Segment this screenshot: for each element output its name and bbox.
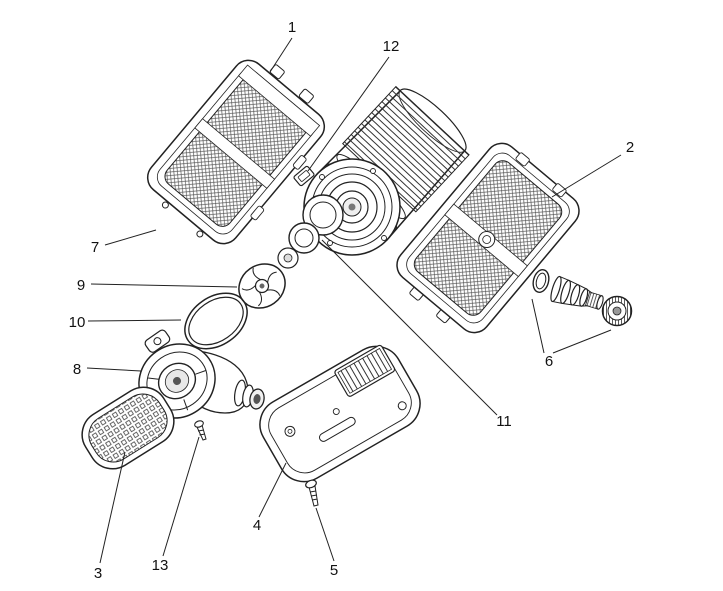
- part-8-label: 8: [73, 361, 81, 378]
- part-10-label: 10: [69, 314, 86, 331]
- part-8-leader-line: [86, 367, 142, 372]
- part-3-leader-line: [99, 451, 126, 564]
- part-4-leader-line: [258, 462, 287, 518]
- part-2-label: 2: [626, 139, 634, 156]
- leader-lines: [86, 37, 622, 564]
- part-13-screw: [194, 420, 207, 441]
- part-2-leader-line: [551, 154, 622, 198]
- part-1-label: 1: [288, 19, 296, 36]
- part-13-leader-line: [162, 436, 200, 557]
- part-4-label: 4: [253, 517, 261, 534]
- part-12-flat-seal-plate: [293, 165, 315, 187]
- part-3-label: 3: [94, 565, 102, 582]
- part-6-leader-line-b: [552, 329, 612, 354]
- part-6-leader-line-a: [531, 298, 545, 354]
- part-6-label: 6: [545, 353, 553, 370]
- part-5-label: 5: [330, 562, 338, 579]
- part-4-base-plate: [259, 344, 421, 483]
- part-12-leader-line: [307, 56, 390, 172]
- part-9-leader-line: [90, 283, 238, 288]
- part-labels: 1 2 3 4 5 6 7 8 9 10 11 12 13: [69, 19, 635, 582]
- part-3-intake-grille: [81, 386, 175, 470]
- part-7-label: 7: [91, 239, 99, 256]
- part-11-label: 11: [496, 413, 512, 430]
- part-11-seal-ring-set: [277, 194, 344, 269]
- part-5-leader-line: [315, 507, 335, 562]
- part-5-screw: [305, 479, 319, 507]
- part-10-leader-line: [87, 319, 182, 322]
- part-10-o-ring: [184, 292, 248, 350]
- part-13-label: 13: [152, 557, 169, 574]
- part-7-leader-line: [104, 229, 157, 246]
- part-1-leader-line: [269, 37, 293, 73]
- part-2-bottom-filter-shell: [396, 142, 580, 334]
- part-6-hose-connector-set: [532, 269, 633, 327]
- part-12-label: 12: [383, 38, 400, 55]
- part-9-label: 9: [77, 277, 85, 294]
- part-11-leader-line: [321, 239, 498, 416]
- part-1-top-filter-shell: [146, 59, 326, 245]
- part-9-impeller: [238, 263, 286, 309]
